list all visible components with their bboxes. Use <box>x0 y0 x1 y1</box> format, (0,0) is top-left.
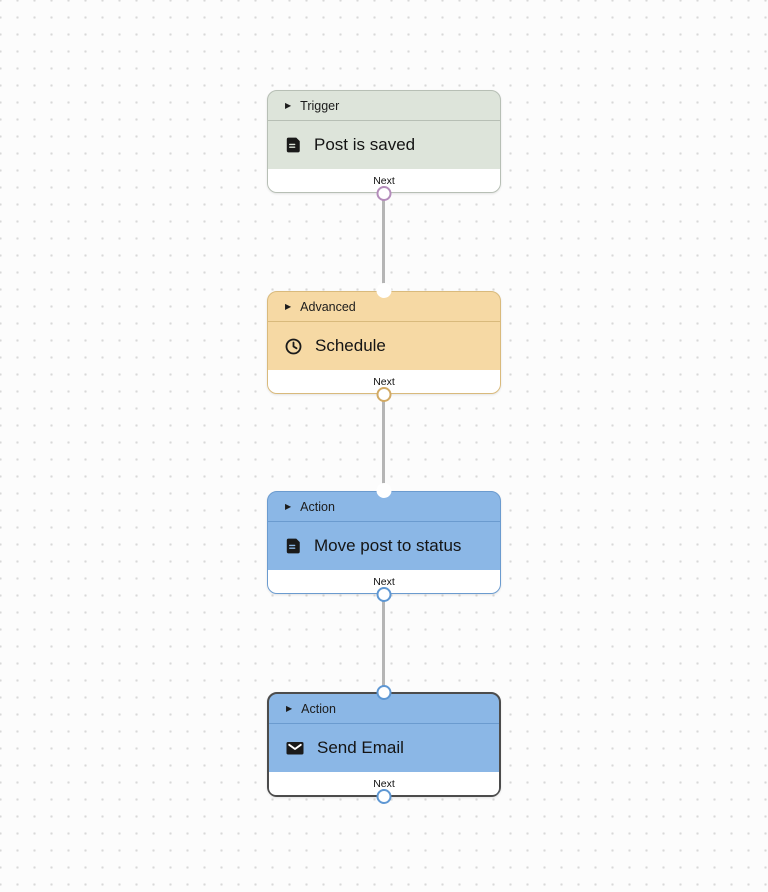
edge-trigger-to-advanced[interactable] <box>382 192 385 293</box>
collapse-triangle-icon[interactable]: ▶ <box>285 301 292 311</box>
node-category-label: Action <box>301 701 336 716</box>
node-action-move-post[interactable]: ▶ Action Move post to status Next <box>267 483 501 602</box>
edge-advanced-to-action1[interactable] <box>382 393 385 493</box>
node-category-label: Trigger <box>300 98 340 113</box>
collapse-triangle-icon[interactable]: ▶ <box>285 100 292 110</box>
input-handle[interactable] <box>376 283 392 298</box>
node-header[interactable]: ▶ Action <box>268 492 500 522</box>
node-header[interactable]: ▶ Advanced <box>268 292 500 322</box>
output-handle[interactable] <box>376 186 392 201</box>
node-category-label: Advanced <box>300 299 356 314</box>
output-handle[interactable] <box>376 387 392 402</box>
document-icon <box>284 537 302 555</box>
node-footer-next-label: Next <box>268 570 500 593</box>
clock-icon <box>284 337 303 356</box>
envelope-icon <box>285 738 305 758</box>
output-handle[interactable] <box>376 789 392 804</box>
collapse-triangle-icon[interactable]: ▶ <box>286 703 293 713</box>
output-handle[interactable] <box>376 587 392 602</box>
node-footer-next-label: Next <box>269 772 499 795</box>
node-advanced-schedule[interactable]: ▶ Advanced Schedule Next <box>267 283 501 402</box>
input-handle[interactable] <box>376 483 392 498</box>
node-category-label: Action <box>300 499 335 514</box>
node-title: Schedule <box>315 336 386 355</box>
node-footer-next-label: Next <box>268 370 500 393</box>
node-header[interactable]: ▶ Action <box>269 694 499 724</box>
node-header[interactable]: ▶ Trigger <box>268 91 500 121</box>
collapse-triangle-icon[interactable]: ▶ <box>285 501 292 511</box>
node-title: Post is saved <box>314 135 416 154</box>
edge-action1-to-action2[interactable] <box>382 594 385 694</box>
node-body[interactable]: Move post to status <box>268 522 500 570</box>
document-icon <box>284 136 302 154</box>
input-handle[interactable] <box>376 685 392 700</box>
node-body[interactable]: Post is saved <box>268 121 500 169</box>
node-title: Move post to status <box>314 536 462 555</box>
node-title: Send Email <box>317 738 404 757</box>
node-body[interactable]: Send Email <box>269 724 499 772</box>
node-footer-next-label: Next <box>268 169 500 192</box>
node-trigger[interactable]: ▶ Trigger Post is saved Next <box>267 90 501 201</box>
node-action-send-email[interactable]: ▶ Action Send Email Next <box>267 685 501 804</box>
node-body[interactable]: Schedule <box>268 322 500 370</box>
